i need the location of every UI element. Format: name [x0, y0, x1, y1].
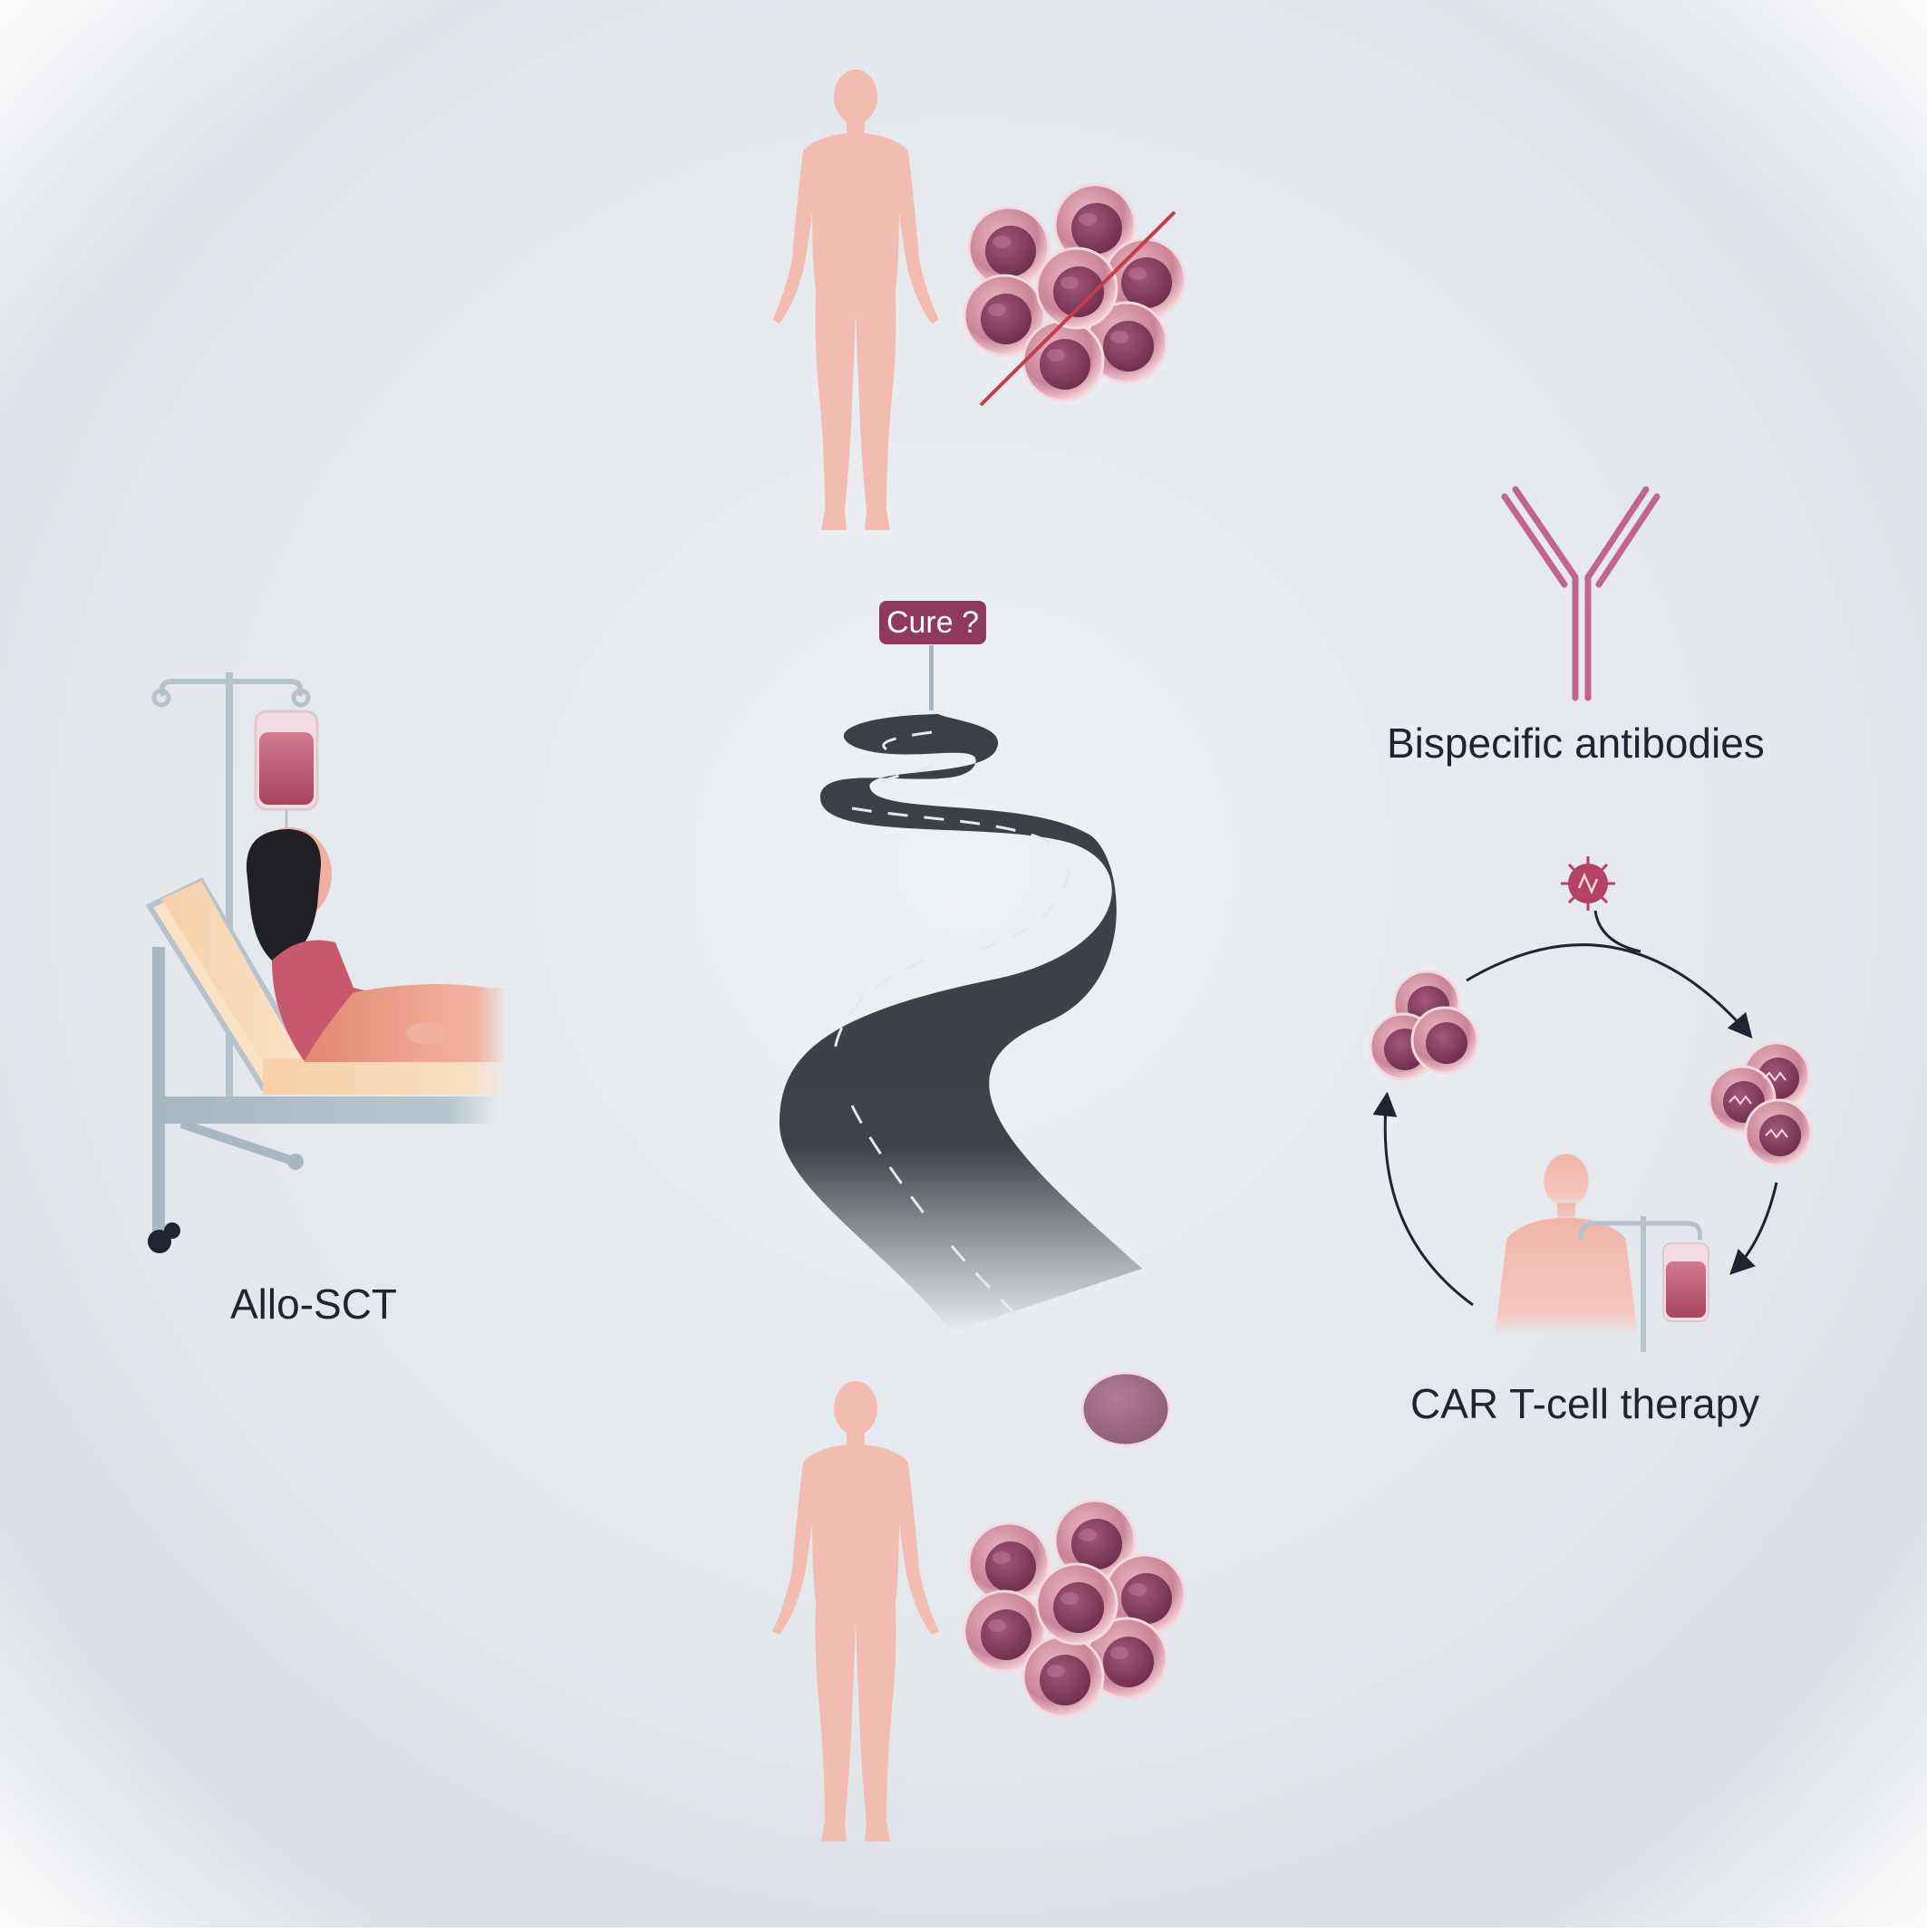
single-cell-icon: [1080, 1371, 1171, 1447]
cycle-arrow-icon: [1372, 910, 1778, 1307]
virus-icon: [1561, 856, 1615, 911]
bispecific-antibodies-label: Bispecific antibodies: [1387, 720, 1765, 767]
car-t-cell-therapy-label: CAR T-cell therapy: [1410, 1380, 1760, 1427]
winding-road-icon: [780, 714, 1142, 1334]
t-cell-icon: [1708, 1041, 1813, 1167]
cure-sign-label: Cure ?: [886, 605, 980, 640]
patient-with-iv-icon: [1495, 1154, 1709, 1352]
hospital-bed-patient-icon: [145, 672, 508, 1253]
strike-through-icon: [979, 210, 1177, 407]
antibody-icon: [1501, 486, 1661, 701]
iv-bag-icon: [254, 710, 319, 843]
cure-signpost-icon: [879, 601, 986, 710]
allo-sct-label: Allo-SCT: [230, 1280, 398, 1328]
